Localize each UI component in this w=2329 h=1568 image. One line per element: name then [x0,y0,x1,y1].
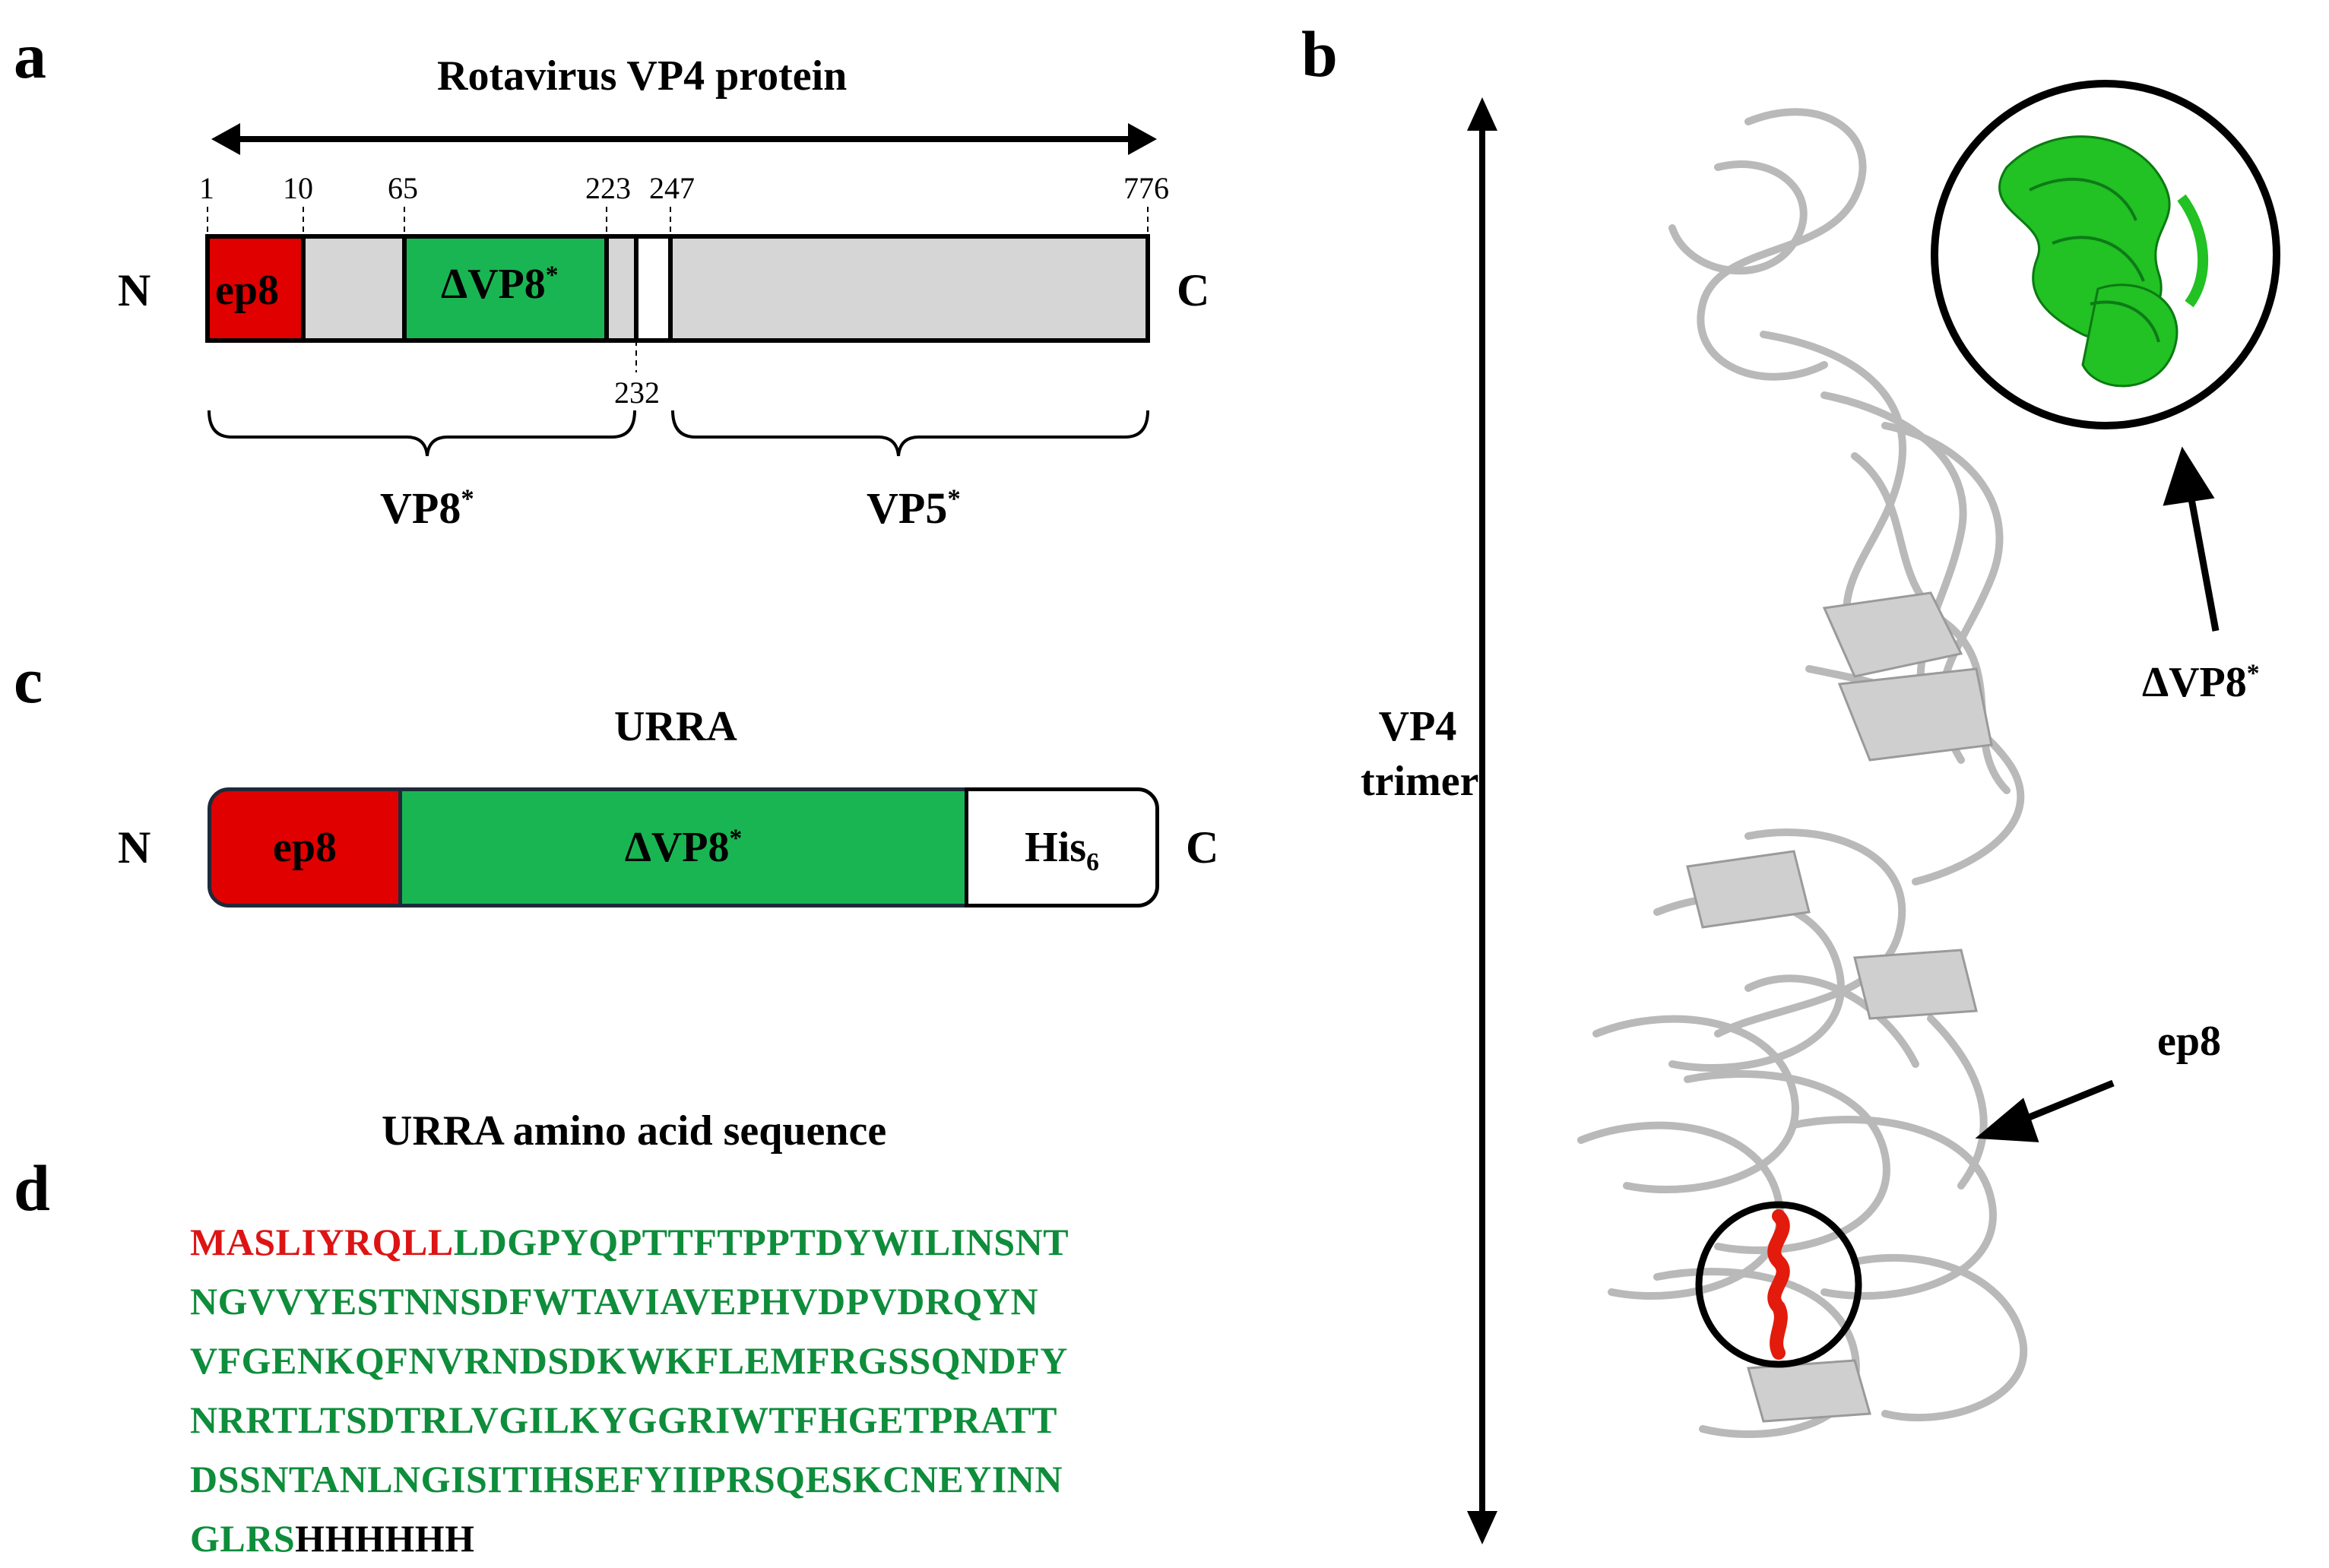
beta-sheet-blocks [1686,591,1993,1423]
c-terminus-a: C [1177,265,1210,315]
pos-247: 247 [649,171,695,205]
panel-letter-b: b [1301,17,1338,90]
sequence-line: GLRSHHHHHH [190,1517,475,1560]
vp4-trimer-height-arrow [1467,97,1497,1544]
sequence-line: MASLIYRQLLLDGPYQPTTFTPPTDYWILINSNT [190,1221,1069,1263]
pos-776: 776 [1123,171,1169,205]
pos-232: 232 [614,375,660,410]
dvp8-callout-label: ΔVP8* [2142,659,2260,706]
ep8-callout-arrow [1975,1079,2115,1142]
panel-letter-c: c [14,644,43,717]
urra-sequence-title: URRA amino acid sequence [382,1107,887,1155]
pos-1: 1 [199,171,214,205]
vp8-bracket [208,410,636,457]
dvp8-strands [2029,178,2160,343]
n-terminus-c: N [118,822,151,873]
vp4-length-arrow [211,123,1157,155]
vp4-trimer-label: VP4 trimer [1361,703,1479,805]
pos-65: 65 [388,171,418,205]
gray-segment-10-65 [303,236,404,341]
pos-10: 10 [283,171,313,205]
ep8-callout-label: ep8 [2157,1018,2221,1065]
vp5-bracket [671,410,1149,457]
gray-segment-223-232 [607,236,636,341]
vp4-domain-diagram [205,123,1157,457]
vp4-trimer-structure [1467,80,2280,1544]
pos-223: 223 [585,171,631,205]
urra-title: URRA [614,703,737,750]
ribbon-structure [1577,108,2028,1438]
n-terminus-a: N [118,265,151,315]
cleavage-segment-232-247 [636,236,670,341]
panel-letter-d: d [14,1151,50,1224]
urra-his-box: His6 [965,787,1159,908]
vp5-star-label: VP5* [867,483,961,533]
urra-sequence: MASLIYRQLLLDGPYQPTTFTPPTDYWILINSNT NGVVY… [190,1212,1069,1568]
sequence-line: VFGENKQFNVRNDSDKWKFLEMFRGSSQNDFY [190,1339,1068,1382]
ep8-helix [1767,1209,1790,1360]
dvp8-callout-arrow [2163,446,2220,632]
urra-his-label: His6 [1025,824,1099,877]
sequence-line: NRRTLTSDTRLVGILKYGGRIWTFHGETPRATT [190,1399,1057,1441]
c-terminus-c: C [1186,822,1219,873]
urra-dvp8-label: ΔVP8* [624,824,743,871]
dvp8-label: ΔVP8* [441,261,559,308]
position-ticks [207,207,1149,372]
urra-dvp8-box: ΔVP8* [398,787,968,908]
protein-outline [205,234,1150,343]
vp8-star-label: VP8* [380,483,474,533]
urra-ep8-box: ep8 [208,787,402,908]
vp4-title: Rotavirus VP4 protein [437,52,848,100]
dvp8-segment [404,236,607,341]
vp5-segment [670,236,1148,341]
ep8-label: ep8 [215,267,279,314]
ep8-highlight-circle [1695,1201,1862,1368]
sequence-line: NGVVYESTNNSDFWTAVIAVEPHVDPVDRQYN [190,1280,1039,1323]
ep8-segment [208,236,303,341]
panel-letter-a: a [14,19,46,92]
urra-ep8-label: ep8 [273,824,337,871]
sequence-line: DSSNTANLNGISITIHSEFYIIPRSQESKCNEYINN [190,1458,1063,1500]
